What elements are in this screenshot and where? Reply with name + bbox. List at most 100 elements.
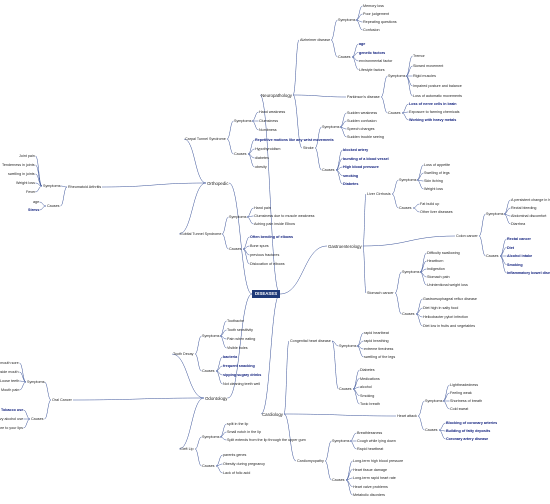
leaf-item: swelling of the legs — [364, 355, 396, 359]
connector-line — [72, 397, 205, 401]
disease-node: Cardiomyopathy — [297, 459, 324, 463]
connector-line — [478, 213, 486, 237]
connector-line — [335, 149, 343, 171]
disease-node: Oral Cancer — [52, 398, 72, 402]
connector-line — [417, 415, 425, 431]
leaf-item: Lack of folic acid — [223, 471, 251, 475]
leaf-item: Feeling weak — [450, 391, 472, 395]
leaf-item: Cold sweat — [450, 407, 469, 411]
connector-line — [438, 429, 446, 440]
causes-node: Causes — [332, 478, 345, 482]
causes-node: Causes — [202, 464, 215, 468]
leaf-item: Hypothyroidism — [255, 147, 281, 151]
connector-line — [339, 126, 347, 138]
connector-line — [194, 353, 202, 372]
leaf-item: parents genes — [223, 453, 247, 457]
connector-line — [60, 185, 68, 188]
connector-line — [335, 169, 343, 185]
leaf-item: Stress — [28, 208, 40, 212]
connector-line — [292, 94, 303, 149]
leaf-item: genetic factors — [359, 50, 386, 55]
leaf-item: Swelling of legs — [424, 171, 450, 175]
leaf-item: Mouth pain — [1, 388, 20, 392]
leaf-item: Tenderness in joints — [2, 163, 35, 167]
connector-line — [242, 236, 250, 250]
connector-line — [246, 207, 254, 218]
leaf-item: Confusion — [363, 28, 380, 32]
leaf-item: age — [359, 42, 366, 46]
leaf-item: Diet — [507, 245, 514, 250]
connector-line — [260, 293, 281, 415]
connector-line — [183, 138, 207, 184]
leaf-item: Clumsiness due to muscle weakness — [254, 214, 315, 218]
connector-line — [44, 399, 52, 420]
connector-line — [35, 164, 43, 187]
leaf-item: A persistent change in habits — [511, 198, 550, 202]
leaf-item: Diabetes — [360, 368, 375, 372]
connector-line — [219, 423, 227, 438]
connector-line — [215, 370, 223, 385]
leaf-item: Metabolic disorders — [353, 493, 385, 497]
leaf-item: Diabetes — [343, 182, 359, 186]
connector-line — [331, 340, 339, 390]
connector-line — [215, 465, 223, 474]
connector-line — [345, 469, 353, 481]
symptoms-node: Symptoms — [399, 178, 417, 182]
connector-line — [442, 384, 450, 402]
connector-line — [219, 436, 227, 441]
leaf-item: extreme tiredness — [364, 347, 394, 351]
symptoms-node: Symptoms — [202, 334, 220, 338]
leaf-item: Bone spurs — [250, 244, 269, 248]
leaf-item: Rectal bleeding — [511, 206, 537, 210]
leaf-item: Sudden confusion — [347, 119, 377, 123]
leaf-item: Fever — [26, 190, 36, 194]
leaf-item: Impaired posture and balance — [413, 84, 462, 88]
leaf-item: Stomach pain — [427, 275, 450, 279]
connector-line — [417, 400, 425, 417]
leaf-item: Diarrhea — [511, 222, 526, 226]
causes-node: Causes — [388, 111, 401, 115]
disease-node: Congenital heart disease — [290, 339, 331, 343]
leaf-item: age — [33, 200, 40, 204]
connector-line — [335, 158, 343, 171]
category-node: Neuropathology — [261, 92, 293, 98]
connector-line — [324, 460, 332, 481]
connector-line — [227, 293, 253, 399]
leaf-item: Dislocation of elbows — [250, 262, 285, 266]
connector-line — [251, 111, 259, 122]
connector-line — [247, 153, 255, 168]
connector-line — [19, 362, 27, 383]
connector-line — [259, 94, 281, 295]
causes-node: Causes — [338, 55, 351, 59]
causes-node: Causes — [202, 369, 215, 373]
connector-line — [279, 245, 328, 295]
symptoms-node: Symptoms — [332, 439, 350, 443]
leaf-item: Loose teeth — [0, 379, 20, 383]
symptoms-node: Symptoms — [338, 18, 356, 22]
connector-line — [101, 182, 207, 188]
causes-node: Causes — [47, 204, 60, 208]
connector-line — [442, 400, 450, 410]
category-node: Gastroenterology — [328, 243, 362, 249]
leaf-item: environmental factor — [359, 59, 393, 63]
causes-node: Causes — [229, 247, 242, 251]
connector-line — [39, 205, 47, 211]
connector-line — [23, 418, 31, 429]
symptoms-node: Symptoms — [486, 212, 504, 216]
disease-node: Alzheimer disease — [300, 38, 331, 42]
leaf-item: Smoking — [360, 393, 375, 398]
leaf-item: Helicobacter pylori infection — [423, 315, 469, 319]
connector-line — [380, 75, 388, 98]
connector-line — [355, 5, 363, 21]
leaf-item: Often bending of elbows — [250, 235, 294, 239]
connector-line — [19, 371, 27, 383]
leaf-item: alcohol — [360, 385, 372, 389]
leaf-item: bacteria — [223, 355, 238, 359]
leaf-item: Split extends from the lip through the u… — [227, 438, 306, 442]
connector-line — [246, 216, 254, 225]
connector-line — [394, 271, 402, 294]
leaf-item: Smoking — [507, 262, 523, 267]
disease-node: Cubital Tunnel Syndrome — [180, 232, 222, 236]
connector-line — [215, 454, 223, 467]
leaf-item: Rectal cancer — [507, 237, 531, 241]
